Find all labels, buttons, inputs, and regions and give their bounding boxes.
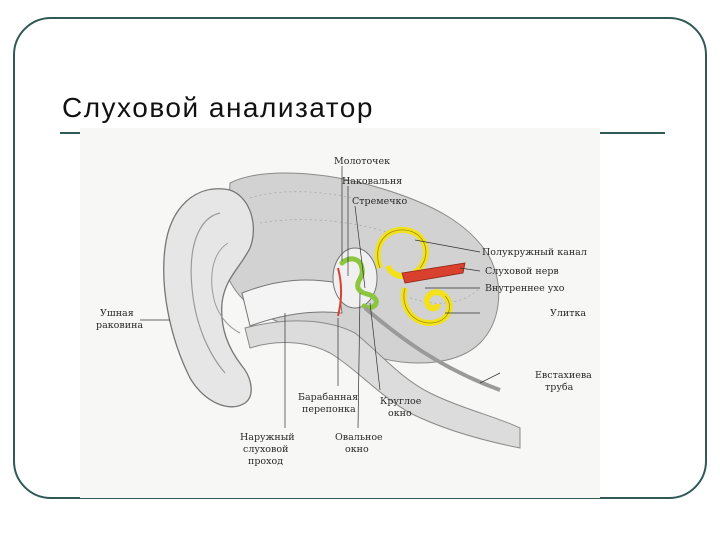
cochlea-outline [403, 287, 450, 324]
auricle-fold [190, 212, 226, 374]
label-cochlea: Улитка [550, 308, 586, 319]
ear-canal [241, 279, 343, 327]
label-auricle-2: раковина [96, 320, 143, 331]
ossicles [339, 256, 379, 311]
auricle [163, 188, 254, 408]
label-eardrum-2: перепонка [302, 404, 356, 415]
slide-frame [13, 17, 707, 499]
label-ear-canal-2: слуховой [243, 444, 288, 455]
ear-anatomy-figure: Молоточек Наковальня Стремечко Полукружн… [80, 128, 600, 498]
label-eardrum-1: Барабанная [298, 392, 358, 403]
eustachian-tube [363, 306, 501, 392]
label-ear-canal-3: проход [248, 456, 283, 467]
label-semicircular-canal: Полукружный канал [482, 247, 587, 258]
semicircular-canals-outline [377, 229, 427, 269]
label-eustachian-2: труба [545, 382, 574, 393]
auditory-nerve [401, 262, 466, 284]
label-inner-ear: Внутреннее ухо [485, 283, 565, 294]
label-auditory-nerve: Слуховой нерв [485, 266, 559, 277]
label-incus: Наковальня [342, 176, 402, 187]
lower-tissue [244, 320, 521, 449]
label-malleus: Молоточек [334, 156, 390, 167]
label-round-window-1: Круглое [380, 396, 422, 407]
label-eustachian-1: Евстахиева [535, 370, 592, 381]
slide-title: Слуховой анализатор [62, 92, 374, 123]
label-round-window-2: окно [388, 408, 412, 419]
eardrum [337, 267, 342, 317]
label-oval-window-1: Овальное [335, 432, 383, 443]
label-ear-canal-1: Наружный [240, 432, 295, 443]
label-stapes: Стремечко [352, 196, 407, 207]
ear-diagram-svg: Молоточек Наковальня Стремечко Полукружн… [96, 156, 592, 467]
leader-lines [140, 166, 501, 429]
label-auricle-1: Ушная [100, 308, 134, 319]
auricle-inner [211, 242, 241, 334]
label-oval-window-2: окно [345, 444, 369, 455]
